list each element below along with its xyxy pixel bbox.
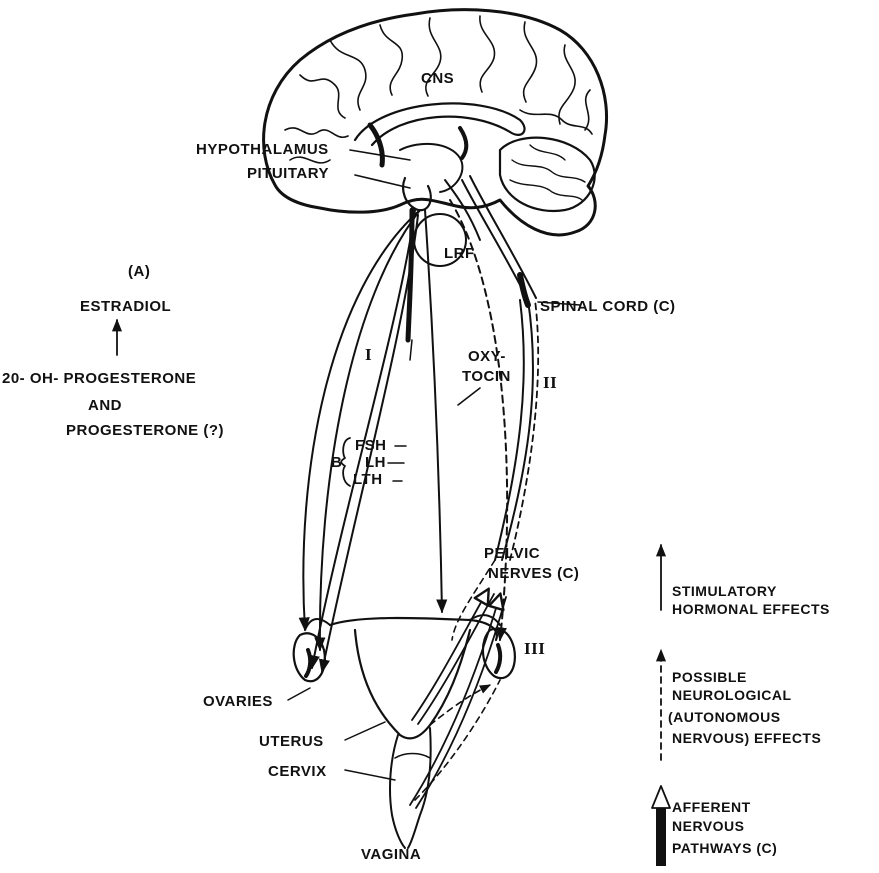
label-pathway-three: III [524,640,545,657]
label-fsh: FSH [355,437,387,454]
legend-afferent-2: NERVOUS [672,818,744,835]
label-vagina: VAGINA [361,846,421,863]
label-estradiol: ESTRADIOL [80,298,171,315]
label-uterus: UTERUS [259,733,324,750]
label-oxytocin-1: OXY- [468,348,506,365]
label-ovaries: OVARIES [203,693,273,710]
label-hormone-a: (A) [128,263,150,280]
label-pathway-two: II [543,374,557,391]
brain-outline [264,10,607,266]
pituitary-pointer [355,175,410,188]
label-pituitary: PITUITARY [247,165,329,182]
label-cervix: CERVIX [268,763,327,780]
label-oxytocin-2: TOCIN [462,368,511,385]
legend-neuro-3: (AUTONOMOUS [668,709,781,726]
label-spinal-cord: SPINAL CORD (C) [540,298,676,315]
legend-neuro-4: NERVOUS) EFFECTS [672,730,821,747]
legend-afferent-1: AFFERENT [672,799,751,816]
label-progesterone-2: AND [88,397,122,414]
legend-neuro-2: NEUROLOGICAL [672,687,792,704]
oxytocin-pointer [458,388,480,405]
legend-stimulatory-1: STIMULATORY [672,583,777,600]
label-progesterone-3: PROGESTERONE (?) [66,422,224,439]
label-b-bracket: B [331,454,342,471]
label-cns: CNS [421,70,454,87]
label-pelvic-2: NERVES (C) [488,565,579,582]
label-pelvic-1: PELVIC [484,545,540,562]
oxytocin-arrow [425,210,442,612]
label-hypothalamus: HYPOTHALAMUS [196,141,329,158]
ovary-left [294,633,325,681]
spinal-cord [462,176,536,305]
legend-afferent-arrow [652,786,670,866]
label-lth: LTH [353,471,383,488]
legend-neuro-1: POSSIBLE [672,669,747,686]
b-bracket [341,438,350,486]
label-pathway-one: I [365,346,372,363]
legend-stimulatory-2: HORMONAL EFFECTS [672,601,830,618]
label-lh: LH [365,454,386,471]
label-progesterone-1: 20- OH- PROGESTERONE [2,370,196,387]
label-lrf: LRF [444,245,475,262]
legend-afferent-3: PATHWAYS (C) [672,840,777,857]
afferent-pathways [410,590,506,808]
